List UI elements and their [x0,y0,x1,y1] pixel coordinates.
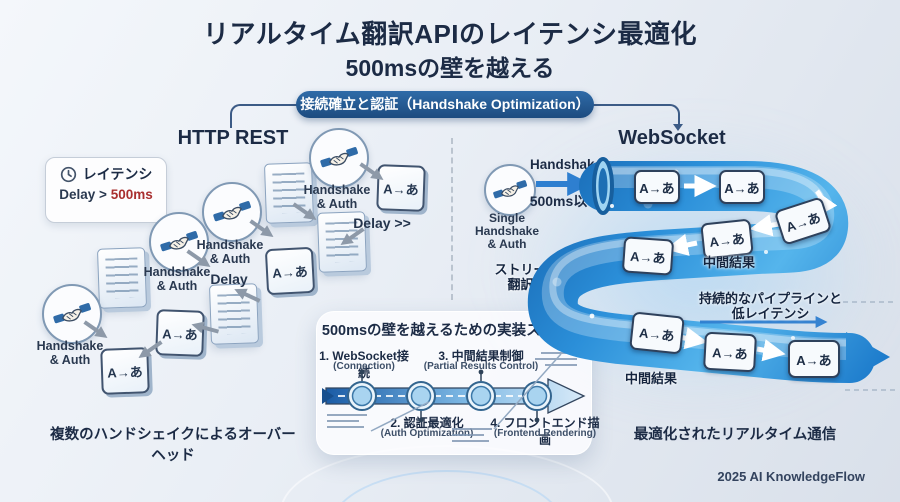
single-handshake-label: Single Handshake & Auth [462,212,552,251]
step-1-sub: (Connection) [333,361,395,372]
flow-arrow-icon [356,158,389,187]
flow-arrow-icon [189,317,222,338]
translate-icon: A→あ [719,170,765,204]
handshake-optimization-banner: 接続確立と認証（Handshake Optimization） [296,91,594,118]
label-line: ストリーミング [494,262,586,277]
flow-arrow-icon [336,223,369,252]
label-line: Single [488,211,525,225]
http-rest-heading: HTTP REST [177,127,289,149]
ws-handshake-arrow-label: Handshake [529,157,603,172]
flow-arrow-icon [134,336,167,365]
handshake-auth-label: Handshake & Auth [185,238,275,266]
flow-arrow-icon [183,245,216,274]
translate-icon: A→あ [773,196,833,246]
page-title: リアルタイム翻訳APIのレイテンシ最適化 [202,19,698,49]
translate-icon: A→あ [629,311,685,355]
handshake-auth-label: Handshake & Auth [25,339,115,367]
label-line: Handshake [474,223,540,238]
translate-icon: A→あ [634,170,680,204]
handshake-auth-label: Handshake & Auth [292,183,382,211]
latency-badge-title: レイテンシ [82,166,153,182]
translate-icon: A→あ [621,236,675,276]
label-line: & Auth [49,352,91,367]
label-line: Handshake [196,238,264,252]
label-line: Handshake [303,183,371,197]
step-4-sub: (Frontend Rendering) [493,428,597,439]
translate-icon: A→あ [700,218,754,260]
section-divider [451,138,453,300]
flow-arrow-icon [230,282,263,307]
label-line: 持続的なパイプラインと [698,291,842,306]
handshake-icon [202,182,262,242]
step-2-sub: (Auth Optimization) [380,428,474,439]
label-line: & Auth [487,236,527,251]
delay-label: Delay [210,271,248,287]
handshake-icon [149,212,209,272]
handshake-auth-label: Handshake & Auth [132,265,222,293]
decor-arc [330,470,564,502]
streaming-data-label: ストリーミング 翻訳データ [478,262,602,293]
steps-panel-title: 500msの壁を越えるための実装ステップ [321,323,585,339]
websocket-caption: 最適化されたリアルタイム通信 [633,427,837,443]
footer-credit: 2025 AI KnowledgeFlow [717,469,865,484]
label-line: & Auth [316,196,358,211]
websocket-heading: WebSocket [618,127,726,149]
persistent-pipeline-label: 持続的なパイプラインと 低レイテンシ [688,291,853,322]
clock-icon [60,166,77,183]
intermediate-results-label: 中間結果 [624,371,677,386]
flow-arrow-icon [246,215,279,244]
intermediate-results-label: 中間結果 [702,255,755,270]
translate-icon: A→あ [788,340,840,378]
bracket-left [230,104,299,128]
delay-label: Delay >> [353,215,411,231]
delay-prefix: Delay > [59,187,107,202]
handshake-icon [309,128,369,188]
label-line: 低レイテンシ [731,306,810,322]
latency-badge: レイテンシ Delay > 500ms [45,157,167,223]
label-line: Handshake [143,265,211,279]
translate-icon: A→あ [703,331,757,373]
page-subtitle: 500msの壁を越える [345,55,555,81]
bracket-right [593,104,680,126]
bracket-arrow-down-icon [673,124,683,131]
delay-value: 500ms [110,187,153,202]
label-line: 翻訳データ [507,277,573,293]
flow-arrow-icon [289,198,322,227]
translate-icon: A→あ [264,246,316,296]
step-3-sub: (Partial Results Control) [423,361,539,372]
flow-arrow-icon [80,316,113,345]
http-rest-caption: 複数のハンドシェイクによるオーバーヘッド [50,427,296,464]
handshake-icon [42,284,102,344]
label-line: Handshake [36,339,104,353]
ws-500ms-label: 500ms以下 [529,193,602,209]
label-line: & Auth [209,251,251,266]
label-line: & Auth [156,278,198,293]
